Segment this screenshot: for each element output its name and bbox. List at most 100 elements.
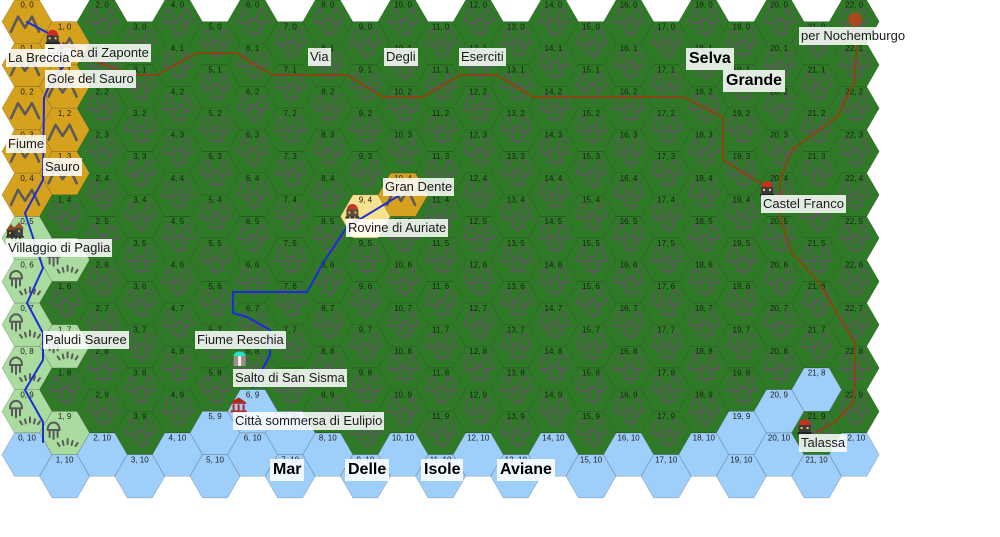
hex-coordinate-label: 5, 4 bbox=[208, 196, 222, 205]
hex-coordinate-label: 17, 4 bbox=[657, 196, 675, 205]
hex-coordinate-label: 4, 7 bbox=[171, 304, 185, 313]
hex-coordinate-label: 15, 9 bbox=[582, 412, 600, 421]
hex-coordinate-label: 4, 4 bbox=[171, 174, 185, 183]
hex-coordinate-label: 14, 3 bbox=[545, 131, 563, 140]
hex-coordinate-label: 4, 8 bbox=[171, 347, 185, 356]
hex-coordinate-label: 14, 7 bbox=[545, 304, 563, 313]
hex-coordinate-label: 9, 7 bbox=[359, 325, 373, 334]
hex-coordinate-label: 10, 2 bbox=[394, 87, 412, 96]
hex-coordinate-label: 3, 10 bbox=[131, 455, 149, 464]
hex-coordinate-label: 16, 0 bbox=[620, 1, 638, 10]
hex-coordinate-label: 12, 9 bbox=[469, 390, 487, 399]
hex-coordinate-label: 4, 10 bbox=[169, 434, 187, 443]
hex-coordinate-label: 22, 3 bbox=[845, 131, 863, 140]
hex-tile[interactable] bbox=[791, 454, 843, 499]
hex-tile[interactable] bbox=[565, 454, 617, 499]
hex-coordinate-label: 20, 4 bbox=[770, 174, 788, 183]
hex-coordinate-label: 19, 5 bbox=[733, 239, 751, 248]
hex-tile[interactable] bbox=[603, 432, 655, 477]
hex-tile[interactable] bbox=[753, 432, 805, 477]
label-via: Via bbox=[308, 48, 331, 66]
hex-tile[interactable] bbox=[227, 432, 279, 477]
hex-coordinate-label: 19, 9 bbox=[733, 412, 751, 421]
hex-coordinate-label: 12, 8 bbox=[469, 347, 487, 356]
hex-tile[interactable] bbox=[377, 432, 429, 477]
hex-coordinate-label: 8, 10 bbox=[319, 434, 337, 443]
label-isole: Isole bbox=[421, 459, 464, 481]
hex-coordinate-label: 21, 6 bbox=[808, 282, 826, 291]
hex-coordinate-label: 11, 2 bbox=[432, 109, 450, 118]
hex-tile[interactable] bbox=[640, 454, 692, 499]
hex-coordinate-label: 22, 5 bbox=[845, 217, 863, 226]
hex-coordinate-label: 7, 6 bbox=[284, 282, 298, 291]
hex-tile[interactable] bbox=[76, 432, 128, 477]
hex-coordinate-label: 17, 8 bbox=[657, 369, 675, 378]
hex-coordinate-label: 20, 8 bbox=[770, 347, 788, 356]
label-selva: Selva bbox=[686, 48, 734, 70]
exit-marker-icon[interactable] bbox=[848, 12, 863, 27]
hex-coordinate-label: 14, 4 bbox=[545, 174, 563, 183]
hex-coordinates: 0, 01, 02, 03, 04, 05, 06, 07, 08, 09, 0… bbox=[18, 1, 866, 465]
hex-coordinate-label: 5, 0 bbox=[208, 22, 222, 31]
hex-coordinate-label: 22, 6 bbox=[845, 260, 863, 269]
hex-tile[interactable] bbox=[302, 432, 354, 477]
hex-coordinate-label: 11, 9 bbox=[432, 412, 450, 421]
hex-coordinate-label: 9, 8 bbox=[359, 369, 373, 378]
hex-tile[interactable] bbox=[678, 432, 730, 477]
hex-tile[interactable] bbox=[189, 454, 241, 499]
label-aviane: Aviane bbox=[497, 459, 555, 481]
hex-coordinate-label: 5, 1 bbox=[208, 66, 222, 75]
hex-coordinate-label: 3, 2 bbox=[133, 109, 147, 118]
hex-coordinate-label: 14, 10 bbox=[542, 434, 565, 443]
hex-coordinate-label: 8, 7 bbox=[321, 304, 335, 313]
hex-coordinate-label: 21, 1 bbox=[808, 66, 826, 75]
hex-coordinate-label: 13, 0 bbox=[507, 22, 525, 31]
hex-coordinate-label: 18, 2 bbox=[695, 87, 713, 96]
hex-coordinate-label: 20, 3 bbox=[770, 131, 788, 140]
hex-coordinate-label: 9, 0 bbox=[359, 22, 373, 31]
label-la-breccia: La Breccia bbox=[6, 49, 72, 67]
hex-coordinate-label: 4, 0 bbox=[171, 1, 185, 10]
hex-coordinate-label: 11, 6 bbox=[432, 282, 450, 291]
hex-tile[interactable] bbox=[114, 454, 166, 499]
hex-coordinate-label: 22, 1 bbox=[845, 44, 863, 53]
hex-coordinate-label: 4, 5 bbox=[171, 217, 185, 226]
hex-coordinate-label: 1, 8 bbox=[58, 369, 72, 378]
hex-coordinate-label: 20, 0 bbox=[770, 1, 788, 10]
hex-coordinate-label: 2, 3 bbox=[96, 131, 110, 140]
hex-coordinate-label: 6, 8 bbox=[246, 347, 260, 356]
hex-coordinate-label: 17, 0 bbox=[657, 22, 675, 31]
label-talassa: Talassa bbox=[799, 434, 848, 452]
hex-coordinate-label: 18, 7 bbox=[695, 304, 713, 313]
hex-coordinate-label: 21, 0 bbox=[808, 22, 826, 31]
hex-coordinate-label: 17, 3 bbox=[657, 152, 675, 161]
hex-tile[interactable] bbox=[1, 432, 53, 477]
hex-coordinate-label: 18, 6 bbox=[695, 260, 713, 269]
hex-coordinate-label: 21, 3 bbox=[808, 152, 826, 161]
hex-coordinate-label: 6, 4 bbox=[246, 174, 260, 183]
hex-tile[interactable] bbox=[452, 432, 504, 477]
hex-coordinate-label: 20, 1 bbox=[770, 44, 788, 53]
hex-coordinate-label: 5, 8 bbox=[208, 369, 222, 378]
label-gole-del-sauro: Gole del Sauro bbox=[45, 70, 136, 88]
hex-tile[interactable] bbox=[151, 432, 203, 477]
hex-coordinate-label: 19, 2 bbox=[733, 109, 751, 118]
hex-coordinate-label: 17, 2 bbox=[657, 109, 675, 118]
hex-tile[interactable] bbox=[715, 454, 767, 499]
hex-coordinate-label: 14, 6 bbox=[545, 260, 563, 269]
hex-tile[interactable] bbox=[39, 454, 91, 499]
hex-coordinate-label: 10, 10 bbox=[392, 434, 415, 443]
hex-coordinate-label: 3, 7 bbox=[133, 325, 147, 334]
hex-coordinate-label: 16, 1 bbox=[620, 44, 638, 53]
hex-coordinate-label: 8, 0 bbox=[321, 1, 335, 10]
label-rovine-di-auriate: Rovine di Auriate bbox=[346, 219, 449, 237]
hex-coordinate-label: 6, 5 bbox=[246, 217, 260, 226]
hex-coordinate-label: 21, 5 bbox=[808, 239, 826, 248]
hex-coordinate-label: 5, 7 bbox=[208, 325, 222, 334]
hex-coordinate-label: 8, 2 bbox=[321, 87, 335, 96]
hex-coordinate-label: 18, 10 bbox=[693, 434, 716, 443]
hex-coordinate-label: 11, 0 bbox=[432, 22, 450, 31]
hex-coordinate-label: 8, 5 bbox=[321, 217, 335, 226]
